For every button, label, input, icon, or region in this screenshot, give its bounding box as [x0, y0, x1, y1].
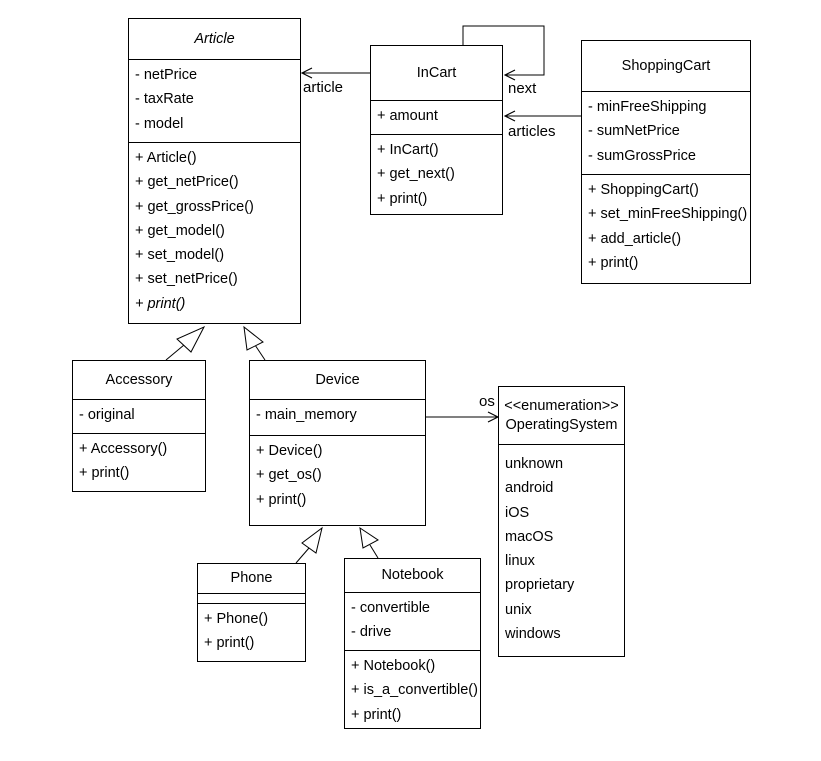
generalization-notebook-device: [359, 526, 379, 559]
assoc-articles-label: articles: [508, 123, 556, 140]
method: + Phone(): [204, 611, 269, 627]
assoc-next-line: [462, 25, 545, 75]
generalization-accessory-article: [165, 325, 206, 361]
enum-literal: unix: [505, 601, 532, 618]
method: + print(): [351, 706, 402, 723]
class-notebook[interactable]: Notebook - convertible - drive + Noteboo…: [344, 558, 481, 729]
enum-literal: android: [505, 480, 554, 497]
attribute: - minFreeShipping: [588, 99, 707, 115]
method: + set_minFreeShipping(): [588, 206, 748, 223]
methods-compartment: + Notebook() + is_a_convertible() + prin…: [345, 651, 480, 727]
enum-literal: unknown: [505, 456, 564, 472]
method: + get_netPrice(): [135, 174, 239, 191]
assoc-os-label: os: [479, 393, 495, 410]
attributes-compartment: [198, 594, 305, 604]
attributes-compartment: - convertible - drive: [345, 593, 480, 651]
attribute: - netPrice: [135, 67, 198, 83]
attribute: - sumGrossPrice: [588, 147, 696, 164]
method: + InCart(): [377, 142, 439, 158]
method: + Accessory(): [79, 441, 168, 457]
method: + print(): [256, 491, 307, 508]
enum-header: <<enumeration>> OperatingSystem: [499, 387, 624, 445]
class-device[interactable]: Device - main_memory + Device() + get_os…: [249, 360, 426, 526]
generalization-device-article: [243, 325, 266, 361]
attributes-compartment: - netPrice - taxRate - model: [129, 60, 300, 143]
method: + print(): [588, 254, 639, 271]
class-name: Device: [250, 361, 425, 400]
methods-compartment: + Article() + get_netPrice() + get_gross…: [129, 143, 300, 316]
attribute: - convertible: [351, 600, 430, 616]
attribute: - model: [135, 115, 184, 132]
assoc-article-label: article: [303, 79, 344, 96]
literals-compartment: unknown android iOS macOS linux propriet…: [499, 445, 624, 646]
class-article[interactable]: Article - netPrice - taxRate - model + A…: [128, 18, 301, 324]
enum-operatingsystem[interactable]: <<enumeration>> OperatingSystem unknown …: [498, 386, 625, 657]
method: + print(): [377, 190, 428, 207]
enum-literal: linux: [505, 553, 535, 570]
generalization-phone-device: [295, 526, 323, 564]
class-name: Notebook: [345, 559, 480, 593]
methods-compartment: + Device() + get_os() + print(): [250, 436, 425, 512]
attributes-compartment: - minFreeShipping - sumNetPrice - sumGro…: [582, 92, 750, 175]
methods-compartment: + ShoppingCart() + set_minFreeShipping()…: [582, 175, 750, 275]
method: + Article(): [135, 150, 197, 166]
method: + print(): [79, 465, 130, 482]
method: + is_a_convertible(): [351, 682, 478, 699]
class-phone[interactable]: Phone + Phone() + print(): [197, 563, 306, 662]
enum-literal: iOS: [505, 504, 530, 521]
attribute: - main_memory: [256, 407, 357, 423]
method: + set_model(): [135, 247, 225, 264]
method: + get_grossPrice(): [135, 198, 254, 215]
class-name: ShoppingCart: [582, 41, 750, 92]
method: + print(): [204, 635, 255, 652]
attributes-compartment: - main_memory: [250, 400, 425, 436]
class-name: Phone: [198, 564, 305, 594]
class-accessory[interactable]: Accessory - original + Accessory() + pri…: [72, 360, 206, 492]
method: + get_os(): [256, 467, 322, 484]
method: + get_model(): [135, 222, 225, 239]
method: + get_next(): [377, 166, 455, 183]
attributes-compartment: + amount: [371, 101, 502, 135]
attributes-compartment: - original: [73, 400, 205, 434]
attribute: + amount: [377, 108, 438, 124]
attribute: - drive: [351, 624, 392, 641]
method: + set_netPrice(): [135, 271, 238, 288]
class-shoppingcart[interactable]: ShoppingCart - minFreeShipping - sumNetP…: [581, 40, 751, 284]
methods-compartment: + Accessory() + print(): [73, 434, 205, 486]
method: + Notebook(): [351, 658, 436, 674]
method-abstract: + print(): [135, 295, 186, 312]
class-incart[interactable]: InCart + amount + InCart() + get_next() …: [370, 45, 503, 215]
methods-compartment: + Phone() + print(): [198, 604, 305, 656]
class-name: Article: [129, 19, 300, 60]
method: + ShoppingCart(): [588, 182, 699, 198]
methods-compartment: + InCart() + get_next() + print(): [371, 135, 502, 211]
class-name: Accessory: [73, 361, 205, 400]
assoc-next-label: next: [508, 80, 537, 97]
stereotype-label: <<enumeration>>: [504, 397, 619, 414]
attribute: - taxRate: [135, 91, 194, 108]
method: + Device(): [256, 443, 323, 459]
attribute: - sumNetPrice: [588, 123, 680, 140]
attribute: - original: [79, 407, 135, 423]
method: + add_article(): [588, 230, 682, 247]
enum-literal: macOS: [505, 528, 554, 545]
enum-literal: proprietary: [505, 577, 575, 594]
class-name: InCart: [371, 46, 502, 101]
enum-literal: windows: [505, 626, 561, 643]
class-name: OperatingSystem: [505, 416, 618, 433]
